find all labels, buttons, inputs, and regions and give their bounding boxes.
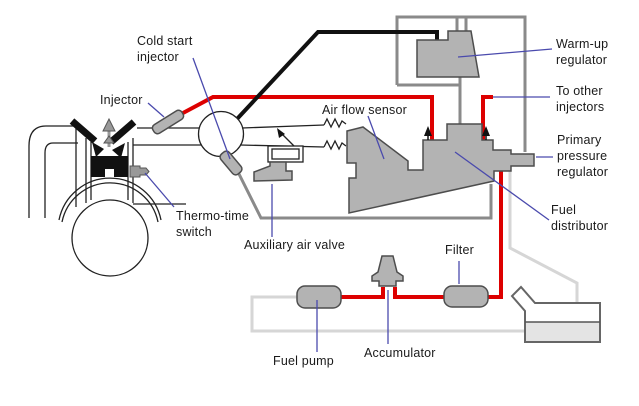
fuel-return-pipes xyxy=(235,15,527,220)
label-auxiliary-air-valve: Auxiliary air valve xyxy=(244,238,346,252)
thermo-time-switch-pointer xyxy=(144,172,175,208)
filter-component xyxy=(443,285,489,308)
throttle-inner xyxy=(271,148,300,160)
accumulator-component xyxy=(371,255,404,287)
fuel-pump-component xyxy=(296,285,342,309)
crankcase-rim-inner xyxy=(61,182,159,223)
fuel-pressure-pipes xyxy=(182,95,503,299)
throttle-body xyxy=(267,128,304,163)
return-to-tank-pipe xyxy=(508,164,579,302)
air-flow-sensor-pointer xyxy=(367,115,385,160)
air-flow-sensor-and-fuel-distributor xyxy=(346,123,535,214)
flex-coupling-top xyxy=(323,117,347,129)
crankcase-rim-outer xyxy=(58,177,162,221)
accumulator-to-filter-pipe xyxy=(393,287,447,299)
thermo-time-switch-component xyxy=(129,165,150,178)
fuel-distributor-pointer xyxy=(454,151,550,221)
up-arrow-icon xyxy=(482,126,490,136)
piston-notch xyxy=(105,169,114,177)
label-fuel-distributor: Fuel distributor xyxy=(551,203,609,233)
valve-seat-left xyxy=(92,142,104,157)
crank-circle xyxy=(71,199,149,277)
spray-arrow-head xyxy=(102,117,116,132)
intake-valve xyxy=(69,118,98,144)
pump-to-accumulator-pipe xyxy=(341,287,385,299)
label-fuel-pump: Fuel pump xyxy=(273,354,334,368)
label-cold-start-injector: Cold start injector xyxy=(137,34,193,64)
exhaust-valve xyxy=(108,119,137,145)
injector-component xyxy=(151,109,185,135)
auxiliary-air-valve-component xyxy=(253,161,293,182)
intake-pipe-outer xyxy=(28,125,78,218)
warm-up-regulator-component xyxy=(416,30,480,78)
label-to-other-injectors: To other injectors xyxy=(556,84,605,114)
piston xyxy=(91,156,128,177)
up-arrow-icon xyxy=(424,126,432,136)
label-warm-up-regulator: Warm-up regulator xyxy=(556,37,609,67)
flow-direction-arrows xyxy=(424,126,490,140)
return-loop-pipe xyxy=(395,15,527,152)
spray-arrow-icon xyxy=(102,117,116,147)
electrical-wire xyxy=(235,30,439,121)
label-filter: Filter xyxy=(445,243,474,257)
intake-pipe-inner xyxy=(44,142,78,218)
flex-coupling-bottom xyxy=(323,139,347,151)
cold-start-injector-pointer xyxy=(192,57,231,160)
label-accumulator: Accumulator xyxy=(364,346,436,360)
intake-duct-top xyxy=(241,124,325,129)
injector-pointer xyxy=(147,102,165,118)
fuel-tank xyxy=(510,285,601,343)
spray-arrow-fletch xyxy=(103,135,115,144)
warm-up-regulator-pointer xyxy=(457,48,553,58)
injector-feed-pipe xyxy=(182,95,434,141)
label-thermo-time-switch: Thermo-time switch xyxy=(176,209,250,239)
tank-suction-pipe xyxy=(250,295,530,333)
fuel-level xyxy=(526,322,599,341)
label-primary-pressure-regulator: Primary pressure regulator xyxy=(557,133,609,179)
label-pointers xyxy=(144,48,553,352)
throttle-arrow-head xyxy=(277,128,285,138)
cold-start-fuel-pipe xyxy=(235,169,493,220)
other-injectors-feed-pipe xyxy=(481,95,493,141)
filter-to-distributor-pipe xyxy=(486,168,503,299)
cold-start-injector-component xyxy=(219,150,243,176)
label-air-flow-sensor: Air flow sensor xyxy=(322,103,407,117)
tank-pipes xyxy=(250,164,579,333)
valve-seat-right xyxy=(112,143,125,158)
label-injector: Injector xyxy=(100,93,143,107)
